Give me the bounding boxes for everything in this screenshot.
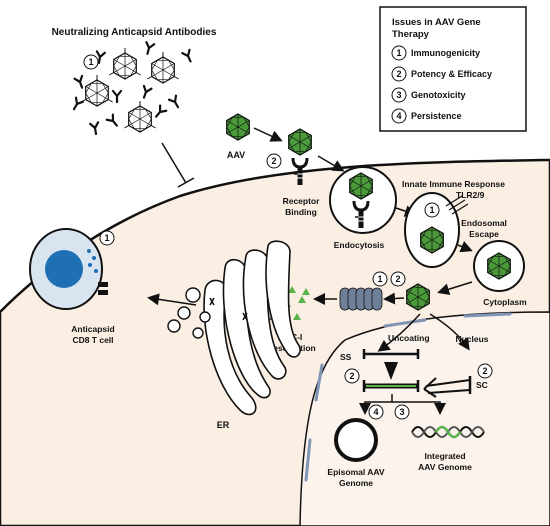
label-innate: Innate Immune Response	[402, 179, 505, 189]
svg-text:Potency & Efficacy: Potency & Efficacy	[411, 69, 492, 79]
svg-text:1: 1	[88, 57, 93, 67]
legend-box: Issues in AAV Gene Therapy 1 Immunogenic…	[379, 6, 527, 132]
svg-text:Therapy: Therapy	[392, 29, 430, 40]
svg-text:Binding: Binding	[285, 207, 317, 217]
proteasome	[339, 287, 383, 311]
aav-capsid-free	[226, 113, 250, 141]
svg-text:TLR2/9: TLR2/9	[456, 190, 485, 200]
endocytic-vesicle	[329, 166, 397, 234]
svg-text:2: 2	[271, 156, 276, 166]
integrated-genome	[411, 425, 485, 439]
endoplasmic-reticulum	[203, 240, 301, 416]
arrow-integrated	[392, 401, 446, 415]
svg-text:CD8 T cell: CD8 T cell	[72, 335, 113, 345]
arrow-nucleus	[429, 313, 470, 351]
label-receptor: Receptor	[283, 196, 321, 206]
arrow-escape	[457, 241, 473, 253]
svg-text:1: 1	[377, 274, 382, 284]
label-aav: AAV	[227, 150, 245, 160]
marker-integrated: 3	[394, 404, 410, 420]
svg-text:1: 1	[104, 233, 109, 243]
svg-text:1: 1	[429, 205, 434, 215]
sc-dna	[423, 376, 472, 398]
marker-tcell: 1	[99, 230, 115, 246]
label-sc: SC	[476, 380, 488, 390]
svg-text:Genotoxicity: Genotoxicity	[411, 90, 466, 100]
marker-sc: 2	[477, 363, 493, 379]
tlr-receptor	[445, 195, 469, 215]
arrow-to-tcell	[147, 293, 197, 306]
label-cytoplasm: Cytoplasm	[483, 297, 527, 307]
label-episomal: Episomal AAV	[327, 467, 384, 477]
marker-ss: 2	[344, 368, 360, 384]
label-integrated: Integrated	[424, 451, 465, 461]
arrow-episomal	[359, 394, 393, 415]
aav-capsid-bound	[288, 128, 312, 156]
label-nucleus: Nucleus	[455, 334, 488, 344]
mhc-in-er	[209, 297, 248, 321]
label-er: ER	[217, 420, 230, 430]
aav-capsid-cytoplasm	[406, 283, 430, 311]
svg-text:3: 3	[399, 407, 404, 417]
label-endocytosis: Endocytosis	[334, 240, 385, 250]
marker-innate: 1	[424, 202, 440, 218]
nuclear-pores	[304, 312, 512, 482]
svg-text:AAV Genome: AAV Genome	[418, 462, 472, 472]
svg-text:4: 4	[373, 407, 378, 417]
marker-antibody: 1	[83, 54, 99, 70]
svg-text:2: 2	[396, 69, 401, 79]
marker-episomal: 4	[368, 404, 384, 420]
label-tcell: Anticapsid	[71, 324, 114, 334]
svg-text:2: 2	[349, 371, 354, 381]
ss-dna	[362, 349, 420, 359]
marker-proteasome-1: 1	[372, 271, 388, 287]
marker-receptor: 2	[266, 153, 282, 169]
svg-text:1: 1	[396, 48, 401, 58]
svg-text:Genome: Genome	[339, 478, 373, 488]
arrow-to-cytoplasm	[437, 281, 473, 296]
svg-text:2: 2	[482, 366, 487, 376]
svg-text:Issues in AAV Gene: Issues in AAV Gene	[392, 17, 481, 28]
svg-text:3: 3	[396, 90, 401, 100]
svg-text:Immunogenicity: Immunogenicity	[411, 48, 480, 58]
marker-proteasome-2: 2	[390, 271, 406, 287]
golgi-vesicles	[167, 287, 211, 339]
conversion-arrow	[384, 362, 398, 380]
diagram-title: Neutralizing Anticapsid Antibodies	[52, 27, 217, 38]
cd8-t-cell	[29, 228, 108, 310]
arrow-to-proteasome	[383, 292, 405, 305]
svg-text:4: 4	[396, 111, 401, 121]
label-ss: SS	[340, 352, 352, 362]
svg-text:Escape: Escape	[469, 229, 499, 239]
arrow-to-endocytosis	[317, 155, 345, 172]
inhibition-arrow	[161, 142, 195, 188]
dsdna	[362, 380, 420, 392]
episomal-genome	[334, 418, 378, 462]
svg-text:Persistence: Persistence	[411, 111, 462, 121]
arrow-uncoating	[377, 313, 421, 352]
label-endosomal-escape: Endosomal	[461, 218, 507, 228]
svg-text:2: 2	[395, 274, 400, 284]
arrow-to-receptor	[253, 127, 283, 142]
label-uncoating: Uncoating	[388, 333, 430, 343]
